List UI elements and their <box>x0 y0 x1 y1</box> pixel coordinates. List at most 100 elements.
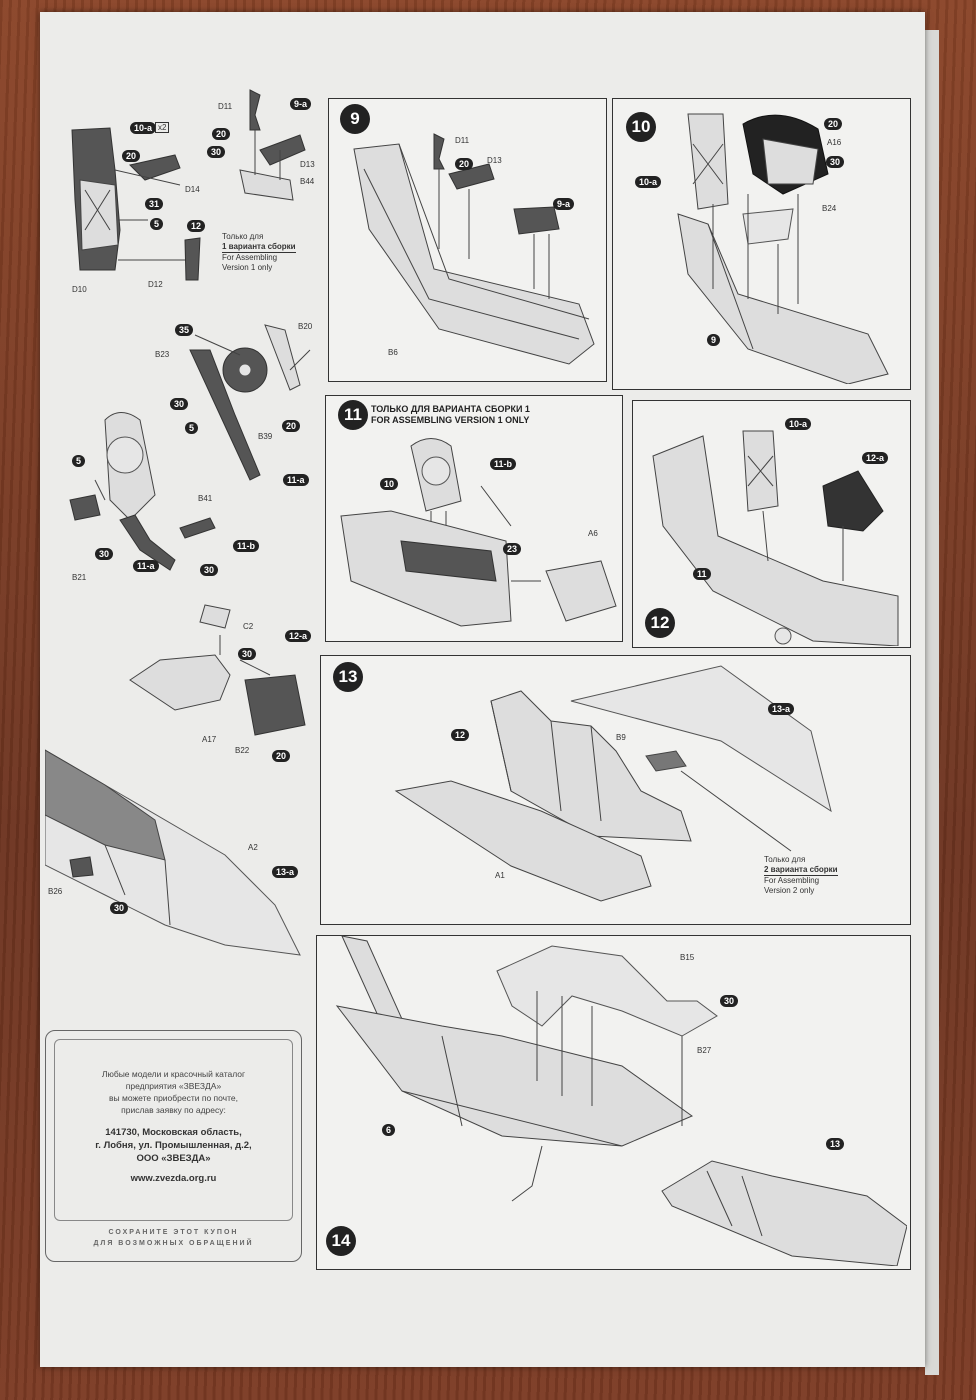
part-label-d12: D12 <box>148 280 163 289</box>
second-sheet-edge <box>925 30 939 1375</box>
step-11-10-badge: 10 <box>380 478 399 490</box>
note-en-line1: For Assembling <box>764 876 820 885</box>
step-12-12a-badge: 12-a <box>862 452 889 464</box>
note-en-line2: Version 1 only <box>222 263 273 272</box>
step-10-seat-badge: 10-a <box>635 176 662 188</box>
paint-code-badge: 30 <box>110 902 129 914</box>
part-label-b20: B20 <box>298 322 313 331</box>
note-ru-line1: Только для <box>764 855 806 864</box>
paint-code-badge: 20 <box>455 158 474 170</box>
part-label-a16: A16 <box>827 138 842 147</box>
part-label-b44: B44 <box>300 177 315 186</box>
note-ru-line2: 1 варианта сборки <box>222 242 296 253</box>
paint-code-badge: 31 <box>145 198 164 210</box>
step-9-illustration <box>353 133 595 365</box>
step-12-seat-badge: 10-a <box>785 418 812 430</box>
step-10-illustration <box>677 113 889 384</box>
part-label-b23: B23 <box>155 350 170 359</box>
paint-code-badge: 5 <box>150 218 164 230</box>
step-13-number: 13 <box>333 662 363 692</box>
note-en-line2: Version 2 only <box>764 886 815 895</box>
paint-code-badge: 20 <box>282 420 301 432</box>
paint-code-badge: 20 <box>212 128 231 140</box>
coupon-footer: СОХРАНИТЕ ЭТОТ КУПОН ДЛЯ ВОЗМОЖНЫХ ОБРАЩ… <box>46 1227 301 1249</box>
paint-code-badge: 20 <box>122 150 141 162</box>
part-label-b39: B39 <box>258 432 273 441</box>
step-11-11b-badge: 11-b <box>490 458 517 470</box>
version1-only-note: Только для 1 варианта сборки For Assembl… <box>222 232 296 273</box>
step-11-header-ru: ТОЛЬКО ДЛЯ ВАРИАНТА СБОРКИ 1 <box>371 404 530 414</box>
part-label-c2: C2 <box>243 622 254 631</box>
coupon-inner-box: Любые модели и красочный каталог предпри… <box>54 1039 293 1221</box>
step-11-illustration <box>340 438 617 627</box>
mail-order-coupon: Любые модели и красочный каталог предпри… <box>45 1030 302 1262</box>
part-label-b41: B41 <box>198 494 213 503</box>
coupon-line2: предприятия «ЗВЕЗДА» <box>125 1081 222 1091</box>
coupon-footer-line2: ДЛЯ ВОЗМОЖНЫХ ОБРАЩЕНИЙ <box>93 1240 254 1247</box>
paint-code-badge: 12 <box>187 220 206 232</box>
part-label-a1: A1 <box>495 871 505 880</box>
step-12-illustration <box>652 430 899 646</box>
part-label-d13: D13 <box>487 156 502 165</box>
step-14-13-badge: 13 <box>826 1138 845 1150</box>
paint-code-badge: 20 <box>824 118 843 130</box>
coupon-footer-line1: СОХРАНИТЕ ЭТОТ КУПОН <box>108 1229 239 1236</box>
subassembly-11a-illustration <box>69 412 216 571</box>
subassembly-badge-11a-small: 11-a <box>133 560 159 572</box>
part-label-d14: D14 <box>185 185 200 194</box>
quantity-label: x2 <box>155 122 170 133</box>
part-label-a2: A2 <box>248 843 258 852</box>
part-label-d13: D13 <box>300 160 315 169</box>
step-12-11-badge: 11 <box>693 568 711 580</box>
part-label-b6: B6 <box>388 348 398 357</box>
subassembly-13a-canopy-illustration <box>45 749 301 956</box>
part-label-b27: B27 <box>697 1046 712 1055</box>
part-label-b21: B21 <box>72 573 87 582</box>
note-en-line1: For Assembling <box>222 253 278 262</box>
step-12-number: 12 <box>645 608 675 638</box>
part-badge-10a: 10-a <box>130 122 157 134</box>
paint-code-badge: 35 <box>175 324 194 336</box>
paint-code-badge: 30 <box>200 564 219 576</box>
step-11-panel: ТОЛЬКО ДЛЯ ВАРИАНТА СБОРКИ 1 FOR ASSEMBL… <box>325 395 623 642</box>
part-label-d11: D11 <box>455 136 470 145</box>
step-13-panel <box>320 655 911 925</box>
coupon-website: www.zvezda.org.ru <box>130 1173 217 1184</box>
step-10-number: 10 <box>626 112 656 142</box>
step-14-6-badge: 6 <box>382 1124 396 1136</box>
subassembly-badge-13a: 13-a <box>272 866 299 878</box>
landing-gear-illustration <box>189 324 311 481</box>
paint-code-badge: 20 <box>272 750 291 762</box>
coupon-address-line2: г. Лобня, ул. Промышленная, д.2, <box>95 1140 252 1151</box>
part-label-b15: B15 <box>680 953 695 962</box>
paint-code-badge: 30 <box>720 995 739 1007</box>
coupon-line3: вы можете приобрести по почте, <box>108 1093 238 1103</box>
step-13-illustration <box>394 665 832 902</box>
step-11-header: ТОЛЬКО ДЛЯ ВАРИАНТА СБОРКИ 1 FOR ASSEMBL… <box>371 404 530 426</box>
note-ru-line1: Только для <box>222 232 264 241</box>
step-11-number: 11 <box>338 400 368 430</box>
coupon-address-line1: 141730, Московская область, <box>105 1127 242 1138</box>
step-14-illustration <box>335 935 907 1266</box>
coupon-line4: прислав заявку по адресу: <box>121 1105 226 1115</box>
part-label-a17: A17 <box>202 735 217 744</box>
step-10-panel <box>612 98 911 390</box>
paint-code-badge: 30 <box>238 648 257 660</box>
step-10-base-badge: 9 <box>707 334 721 346</box>
step-9-panel <box>328 98 607 382</box>
subassembly-badge-11b: 11-b <box>233 540 260 552</box>
subassembly-badge-11a: 11-a <box>283 474 309 486</box>
paint-code-badge: 5 <box>72 455 86 467</box>
subassembly-badge-9a: 9-a <box>290 98 312 110</box>
step-11-header-en: FOR ASSEMBLING VERSION 1 ONLY <box>371 415 530 425</box>
paint-code-badge: 30 <box>826 156 845 168</box>
subassembly-9a-illustration <box>239 89 306 201</box>
step-14-number: 14 <box>326 1226 356 1256</box>
version2-only-note: Только для 2 варианта сборки For Assembl… <box>764 855 838 896</box>
step-13-13a-badge: 13-a <box>768 703 795 715</box>
paint-code-badge: 30 <box>170 398 189 410</box>
step-9-number: 9 <box>340 104 370 134</box>
step-12-panel <box>632 400 911 648</box>
part-label-d11: D11 <box>218 102 233 111</box>
subassembly-12a-illustration <box>129 604 306 736</box>
